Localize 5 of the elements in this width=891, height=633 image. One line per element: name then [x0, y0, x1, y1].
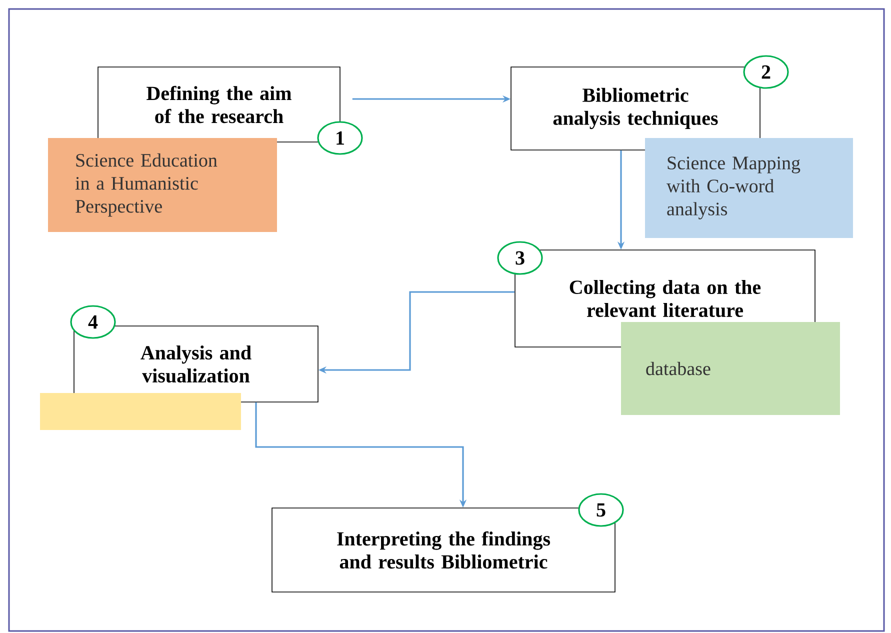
step-box: Bibliometric analysis techniques [510, 66, 760, 150]
note-box: Science Mapping with Co-word analysis [645, 138, 853, 238]
note-box: Science Education in a Humanistic Perspective [48, 138, 277, 232]
note-box [40, 393, 241, 430]
note-box: database [621, 322, 840, 415]
